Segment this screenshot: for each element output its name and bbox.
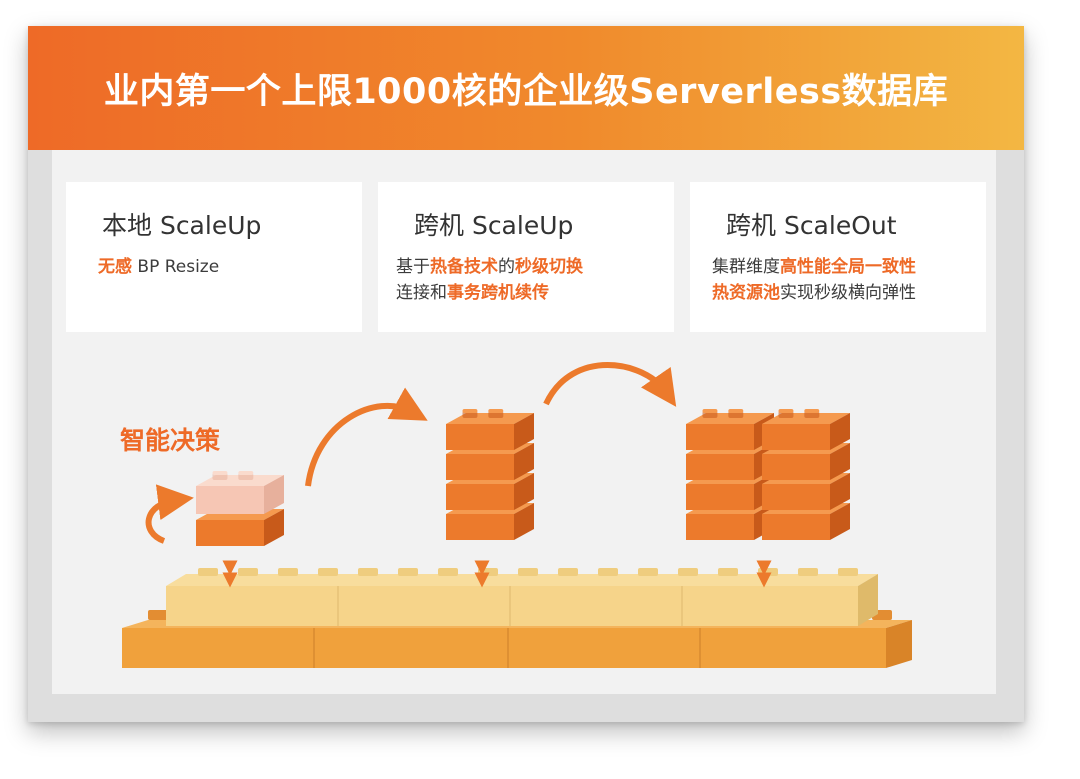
description-line: 连接和事务跨机续传 <box>396 280 583 306</box>
base-stud <box>358 568 378 576</box>
base-stud <box>758 568 778 576</box>
highlight-text: 秒级切换 <box>515 257 583 277</box>
base-stud <box>718 568 738 576</box>
feature-description: 集群维度高性能全局一致性 热资源池实现秒级横向弹性 <box>712 254 916 306</box>
highlight-text: 高性能全局一致性 <box>780 257 916 277</box>
base-stud <box>518 568 538 576</box>
brick-stud-top <box>488 409 504 413</box>
brick-front <box>686 484 754 510</box>
highlight-text: 热备技术 <box>430 257 498 277</box>
main-card: 业内第一个上限1000核的企业级Serverless数据库 本地 ScaleUp… <box>28 26 1024 722</box>
base-top-light <box>166 574 878 586</box>
page-title: 业内第一个上限1000核的企业级Serverless数据库 <box>103 71 949 112</box>
brick-side <box>264 475 284 514</box>
brick-front <box>762 424 830 450</box>
description-text: 的 <box>498 257 515 277</box>
base-stud <box>198 568 218 576</box>
brick-front <box>196 486 264 514</box>
highlight-text: 无感 <box>98 257 132 277</box>
brick-front <box>762 514 830 540</box>
base-stud <box>558 568 578 576</box>
feature-card-cross-machine-scaleout: 跨机 ScaleOut 集群维度高性能全局一致性 热资源池实现秒级横向弹性 <box>690 182 986 332</box>
description-text: 集群维度 <box>712 257 780 277</box>
base-stud <box>638 568 658 576</box>
base-stud <box>598 568 618 576</box>
description-line: 无感 BP Resize <box>98 254 219 280</box>
ghost-brick <box>196 471 284 514</box>
highlight-text: 事务跨机续传 <box>447 283 549 303</box>
smart-decision-label: 智能决策 <box>120 426 221 455</box>
brick <box>196 509 284 546</box>
base-side-dark <box>886 620 912 668</box>
brick <box>686 409 774 450</box>
base-stud <box>798 568 818 576</box>
base-stud <box>838 568 858 576</box>
highlight-text: 热资源池 <box>712 283 780 303</box>
feature-title: 跨机 ScaleOut <box>726 211 897 240</box>
base-stud <box>318 568 338 576</box>
description-text: 实现秒级横向弹性 <box>780 283 916 303</box>
feature-title: 本地 ScaleUp <box>102 211 262 240</box>
brick <box>446 409 534 450</box>
content-panel: 本地 ScaleUp 无感 BP Resize 跨机 ScaleUp 基于热备技… <box>52 150 996 694</box>
brick-front <box>446 454 514 480</box>
brick-front <box>446 514 514 540</box>
brick-side <box>830 443 850 480</box>
brick-side <box>830 503 850 540</box>
rotate-arrow-icon <box>145 484 194 544</box>
feature-title: 跨机 ScaleUp <box>414 211 574 240</box>
brick-stud-top <box>212 471 228 475</box>
brick-side <box>514 503 534 540</box>
base-stud <box>148 610 168 620</box>
brick-front <box>762 484 830 510</box>
base-stud <box>398 568 418 576</box>
base-stud <box>238 568 258 576</box>
base-stud <box>678 568 698 576</box>
feature-description: 基于热备技术的秒级切换 连接和事务跨机续传 <box>396 254 583 306</box>
brick-front <box>196 520 264 546</box>
brick-stud-top <box>462 409 478 413</box>
description-line: 热资源池实现秒级横向弹性 <box>712 280 916 306</box>
base-front-dark <box>122 628 886 668</box>
feature-card-local-scaleup: 本地 ScaleUp 无感 BP Resize <box>66 182 362 332</box>
description-text: 基于 <box>396 257 430 277</box>
title-banner: 业内第一个上限1000核的企业级Serverless数据库 <box>28 26 1024 150</box>
base-stud <box>278 568 298 576</box>
brick-side <box>514 443 534 480</box>
brick-stud-top <box>778 409 794 413</box>
description-text: 连接和 <box>396 283 447 303</box>
brick-front <box>686 514 754 540</box>
brick-stud-top <box>804 409 820 413</box>
brick-side <box>514 413 534 450</box>
feature-card-cross-machine-scaleup: 跨机 ScaleUp 基于热备技术的秒级切换 连接和事务跨机续传 <box>378 182 674 332</box>
brick-side <box>830 473 850 510</box>
base-platform <box>122 568 912 668</box>
curved-arrow-icon <box>543 362 677 407</box>
base-front-light <box>166 586 858 626</box>
brick-front <box>686 424 754 450</box>
base-stud <box>438 568 458 576</box>
brick <box>762 409 850 450</box>
description-line: 集群维度高性能全局一致性 <box>712 254 916 280</box>
scaling-illustration <box>122 362 912 668</box>
arrows <box>145 362 772 588</box>
feature-description: 无感 BP Resize <box>98 254 219 280</box>
brick-front <box>686 454 754 480</box>
base-side-light <box>858 574 878 626</box>
brick-stud-top <box>702 409 718 413</box>
description-text: BP Resize <box>132 257 220 277</box>
node-stacks <box>196 409 850 546</box>
brick-front <box>762 454 830 480</box>
brick-front <box>446 424 514 450</box>
brick-side <box>264 509 284 546</box>
brick-stud-top <box>238 471 254 475</box>
curved-arrow-icon <box>305 387 428 487</box>
brick-front <box>446 484 514 510</box>
description-line: 基于热备技术的秒级切换 <box>396 254 583 280</box>
brick-side <box>830 413 850 450</box>
brick-stud-top <box>728 409 744 413</box>
brick-side <box>514 473 534 510</box>
